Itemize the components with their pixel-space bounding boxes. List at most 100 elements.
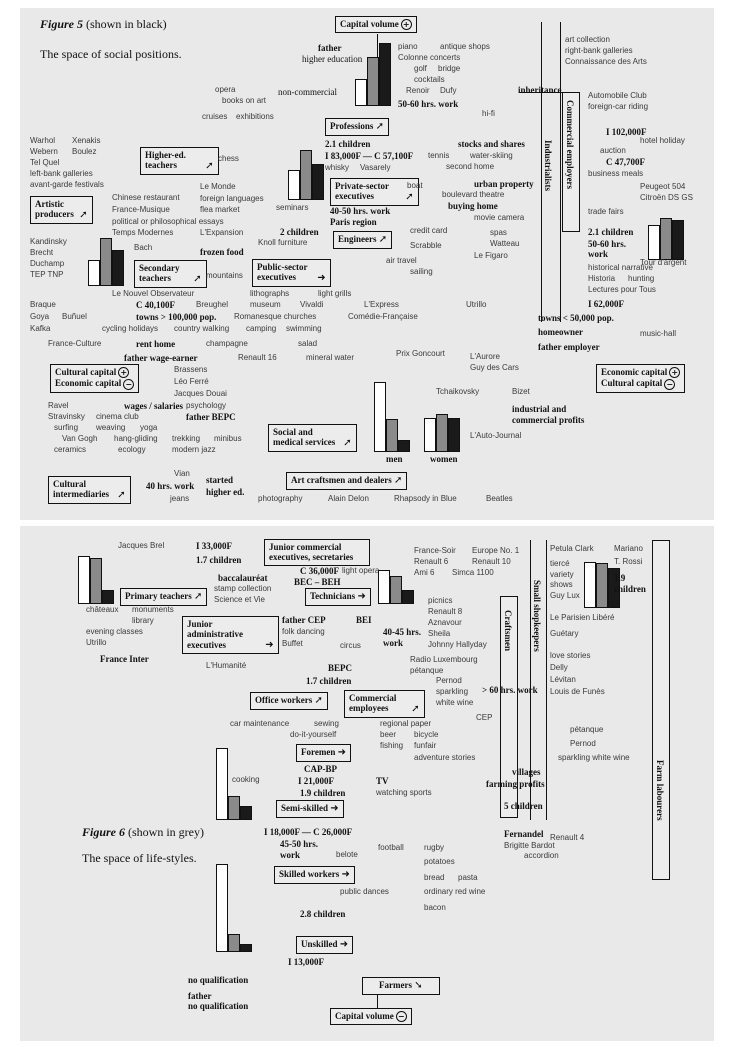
c-47: C 47,700F [606, 157, 645, 167]
lifestyle-label: foreign languages [200, 194, 264, 203]
lifestyle-label: swimming [286, 324, 322, 333]
lifestyle-label: jeans [170, 494, 190, 503]
lifestyle-label: Scrabble [410, 241, 442, 250]
lifestyle-label: Alain Delon [328, 494, 369, 503]
plus-icon: + [400, 19, 412, 31]
bar [355, 79, 367, 106]
lifestyle-label: credit card [410, 226, 448, 235]
lifestyle-label: second home [446, 162, 495, 171]
vertical-axis-bottom [377, 994, 378, 1008]
craftsmen-label: Craftsmen [503, 610, 513, 651]
cultural-capital-label: Cultural capital [55, 367, 117, 377]
lifestyle-label: weaving [96, 423, 126, 432]
lifestyle-label: tiercé [550, 559, 570, 568]
junior-commercial-label: Junior commercial executives, secretarie… [269, 542, 354, 563]
inheritance-line [520, 92, 580, 93]
lifestyle-label: Mariano [614, 544, 643, 553]
f6-income-13: I 13,000F [288, 957, 324, 967]
f6-work: work [383, 638, 403, 648]
f6-father-cep: father CEP [282, 615, 326, 625]
lifestyle-label: Automobile Club [588, 91, 647, 100]
f6-children-word: children [614, 584, 646, 594]
lifestyle-label: Duchamp [30, 259, 65, 268]
lifestyle-label: Brigitte Bardot [504, 841, 555, 850]
lifestyle-label: Lévitan [550, 675, 576, 684]
f6-income-21: I 21,000F [298, 776, 334, 786]
industrial-profits: industrial and [512, 404, 567, 414]
bar [596, 563, 608, 608]
arrow-northeast-icon: ➚ [314, 695, 323, 706]
bar-group-brel [78, 554, 118, 604]
lifestyle-label: folk dancing [282, 627, 325, 636]
lifestyle-label: cooking [232, 775, 260, 784]
lifestyle-label: football [378, 843, 404, 852]
foremen-box: Foremen ➜ [296, 744, 351, 762]
figure5-title: Figure 5 (shown in black) [40, 18, 167, 30]
f6-bacc: baccalauréat [218, 573, 268, 583]
non-commercial-label: non-commercial [278, 87, 337, 97]
higher-ed-label: higher ed. [206, 487, 245, 497]
lifestyle-label: spas [490, 228, 507, 237]
lifestyle-label: lithographs [250, 289, 290, 298]
technicians-label: Technicians [310, 591, 356, 601]
lifestyle-label: Kafka [30, 324, 51, 333]
lifestyle-label: light opera [342, 566, 380, 575]
higher-ed-teachers-label: Higher-ed. teachers [145, 150, 186, 171]
lifestyle-label: water-skiing [470, 151, 513, 160]
bar [367, 57, 379, 106]
lifestyle-label: Buñuel [62, 312, 87, 321]
f6-2-8: 2.8 children [300, 909, 346, 919]
unskilled-label: Unskilled [301, 939, 338, 949]
lifestyle-label: stamp collection [214, 584, 272, 593]
bar [402, 590, 414, 604]
cultural-capital-label: Cultural capital [601, 378, 663, 389]
lifestyle-label: Johnny Hallyday [428, 640, 487, 649]
lifestyle-label: Aznavour [428, 618, 462, 627]
f6-income-18: I 18,000F — C 26,000F [264, 827, 353, 837]
bar [216, 748, 228, 820]
craftsmen-box [500, 596, 518, 818]
lifestyle-label: Temps Modernes [112, 228, 174, 237]
c-40: C 40,100F [136, 300, 175, 310]
lifestyle-label: hunting [628, 274, 655, 283]
lifestyle-label: Rhapsody in Blue [394, 494, 457, 503]
f6-no-qual2: no qualification [188, 1001, 249, 1011]
f6-france-inter: France Inter [100, 654, 149, 664]
lifestyle-label: Brecht [30, 248, 54, 257]
lifestyle-label: piano [398, 42, 418, 51]
lifestyle-label: regional paper [380, 719, 432, 728]
homeowner-label: homeowner [538, 327, 583, 337]
plus-icon: + [669, 367, 681, 379]
lifestyle-label: Delly [550, 663, 568, 672]
lifestyle-label: museum [250, 300, 281, 309]
bar [300, 150, 312, 200]
bar-group-men [374, 380, 414, 452]
cultural-intermediaries-label: Cultural intermediaries [53, 479, 109, 500]
lifestyle-label: psychology [186, 401, 227, 410]
lifestyle-label: Europe No. 1 [472, 546, 520, 555]
lifestyle-label: do-it-yourself [290, 730, 337, 739]
lifestyle-label: Guy Lux [550, 591, 580, 600]
bar [398, 440, 410, 452]
work-40: 40 hrs. work [146, 481, 195, 491]
bar [240, 944, 252, 952]
industrialists-label: Industrialists [543, 140, 553, 192]
figure6-panel [20, 526, 714, 1041]
social-medical-box: Social and medical services ➚ [268, 424, 357, 452]
lifestyle-label: mineral water [306, 353, 355, 362]
lifestyle-label: boat [407, 181, 423, 190]
art-craftsmen-label: Art craftsmen and dealers [291, 475, 392, 485]
lifestyle-label: ceramics [54, 445, 87, 454]
engineers-label: Engineers [338, 234, 377, 244]
bar [288, 170, 300, 200]
lifestyle-label: seminars [276, 203, 309, 212]
lifestyle-label: sparkling [436, 687, 469, 696]
lifestyle-label: antique shops [440, 42, 490, 51]
lifestyle-label: L'Humanité [206, 661, 247, 670]
capital-volume-plus: Capital volume+ [335, 16, 417, 34]
lifestyle-label: Guy des Cars [470, 363, 519, 372]
lifestyle-label: sewing [314, 719, 339, 728]
rent-home: rent home [136, 339, 176, 349]
bar-group-industrialists [648, 210, 688, 260]
commercial-employees-label: Commercial employees [349, 693, 397, 714]
